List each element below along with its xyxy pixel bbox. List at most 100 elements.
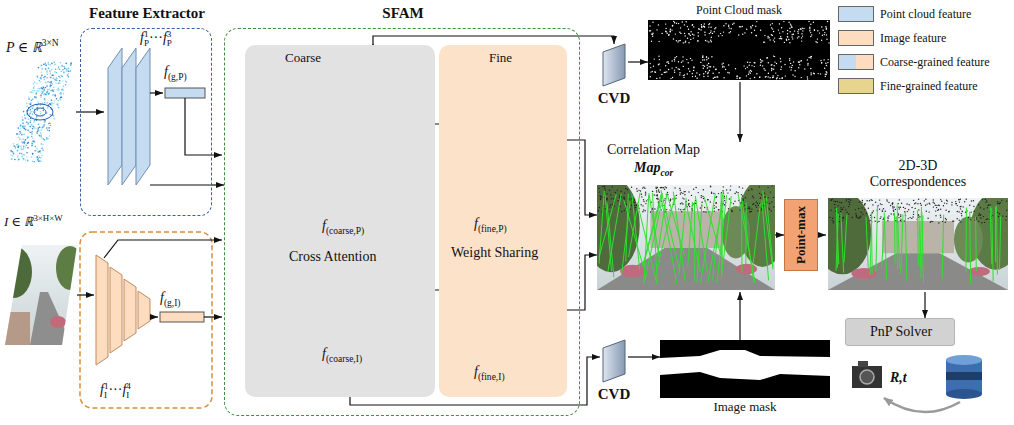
projected-point [688, 204, 689, 205]
mask-point [693, 67, 694, 68]
feature-map [96, 255, 108, 365]
projected-point [759, 193, 760, 194]
mask-point [708, 26, 709, 27]
mask-point [665, 23, 666, 24]
projected-point [711, 192, 712, 193]
math-label: f(coarse,P) [322, 218, 364, 236]
point [24, 128, 26, 130]
projected-point [831, 199, 832, 200]
projected-point [880, 203, 881, 204]
mask-point [802, 30, 803, 31]
projected-point [952, 221, 953, 222]
projected-point [865, 203, 866, 204]
projected-point [864, 204, 865, 205]
point [70, 63, 72, 65]
label-text: P [144, 39, 149, 48]
projected-point [684, 191, 685, 192]
projected-point [903, 207, 904, 208]
point [26, 103, 28, 105]
point [36, 92, 38, 94]
projected-point [938, 209, 939, 210]
projected-point [973, 200, 974, 201]
point [46, 139, 48, 141]
projected-point [886, 199, 887, 200]
mask-point [670, 28, 671, 29]
point [41, 143, 43, 145]
projected-point [985, 202, 986, 203]
projected-point [900, 207, 901, 208]
point [23, 134, 25, 136]
projected-point [935, 210, 936, 211]
correspondence-line [965, 208, 967, 273]
mask-point [674, 22, 675, 23]
projected-point [861, 212, 862, 213]
point [23, 158, 25, 160]
solver-box: PnP Solver [845, 318, 955, 346]
mask-point [789, 42, 790, 43]
tree [597, 185, 640, 272]
math-label: f(g,P) [164, 64, 187, 82]
point [46, 102, 48, 104]
mask-point [721, 63, 722, 64]
projected-point [732, 210, 733, 211]
correlation-line [694, 202, 695, 282]
mask-point [821, 62, 822, 63]
point [48, 127, 50, 129]
point [46, 94, 48, 96]
point [53, 103, 55, 105]
mask-point [773, 76, 774, 77]
node-text: Image mask [660, 400, 830, 415]
mask-point [679, 69, 680, 70]
point [36, 128, 38, 130]
point [54, 118, 56, 120]
mask-point [698, 35, 699, 36]
mask-point [668, 63, 669, 64]
projected-point [982, 199, 983, 200]
mask-point [826, 29, 827, 30]
mask-point [791, 67, 792, 68]
projected-point [944, 202, 945, 203]
feature-map [122, 48, 136, 185]
mask-point [777, 77, 778, 78]
projected-point [748, 206, 749, 207]
projected-point [930, 222, 931, 223]
point [13, 152, 15, 154]
mask-point [707, 76, 708, 77]
projected-point [848, 213, 849, 214]
mask-point [685, 35, 686, 36]
mask-point [747, 67, 748, 68]
street-photo [597, 185, 775, 290]
projected-point [841, 202, 842, 203]
mask-point [817, 30, 818, 31]
projected-point [934, 203, 935, 204]
mask-point [678, 68, 679, 69]
projected-point [933, 202, 934, 203]
correlation-line [679, 198, 686, 275]
label-text: f [164, 64, 168, 79]
projected-point [757, 210, 758, 211]
label-text: f [100, 382, 104, 397]
legend-row: Image feature [838, 30, 946, 46]
mask-point [650, 71, 651, 72]
projected-point [764, 193, 765, 194]
mask-point [676, 67, 677, 68]
mask-point [792, 74, 793, 75]
mask-point [770, 24, 771, 25]
projected-point [897, 203, 898, 204]
mask-point [821, 62, 822, 63]
point [46, 127, 48, 129]
mask-point [809, 30, 810, 31]
projected-point [627, 189, 628, 190]
label-text: 1 [144, 30, 149, 39]
mask-point [822, 30, 823, 31]
point [37, 76, 39, 78]
point [23, 148, 25, 150]
projected-point [891, 213, 892, 214]
projected-point [848, 206, 849, 207]
mask-point [667, 61, 668, 62]
projected-point [626, 204, 627, 205]
mask-point [821, 40, 822, 41]
correspondence-line [836, 208, 839, 264]
projected-point [862, 214, 863, 215]
legend-text: Coarse-grained feature [880, 55, 990, 70]
